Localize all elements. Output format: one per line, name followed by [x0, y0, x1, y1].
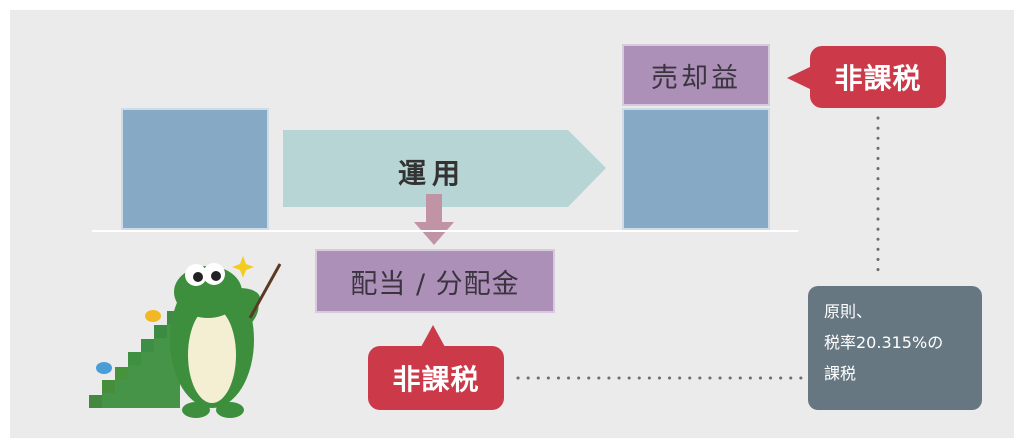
baseline: [92, 230, 798, 232]
tax-free-badge-bottom: 非課税: [368, 346, 504, 410]
dividend-box: 配当 / 分配金: [315, 249, 555, 313]
stairs: [89, 311, 180, 408]
note-line-3: 課税: [824, 364, 857, 383]
tax-free-badge-top: 非課税: [810, 46, 946, 108]
taxation-note: 原則、 税率20.315%の 課税: [808, 286, 982, 410]
badge-pointer-bottom: [421, 325, 445, 347]
down-arrow: [414, 194, 454, 245]
crocodile-teacher-mascot-icon: [89, 256, 282, 418]
operation-label: 運用: [398, 157, 467, 190]
note-line-1: 原則、: [824, 302, 873, 321]
note-line-2: 税率20.315%の: [824, 333, 944, 352]
initial-investment-box: [121, 108, 269, 230]
operation-arrow: [283, 130, 606, 207]
sparkle-icon: [232, 256, 254, 278]
gain-box: 売却益: [622, 44, 770, 106]
final-value-box: [622, 108, 770, 230]
badge-pointer-top: [787, 66, 812, 90]
